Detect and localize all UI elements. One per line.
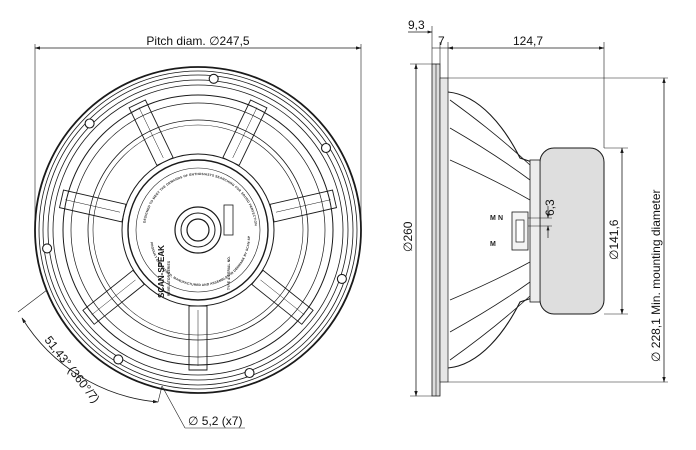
hole-size-callout: ∅ 5,2 (x7)	[161, 385, 245, 429]
pitch-diameter-dimension: Pitch diam. ∅247,5	[34, 34, 362, 230]
terminal-inner	[515, 219, 525, 243]
top-dimensions: 9,3 7 124,7	[408, 18, 605, 148]
magnet-outer	[121, 153, 275, 307]
magnet-plate	[529, 159, 541, 303]
overall-diameter-label: ∅260	[401, 221, 415, 252]
magnet-diameter-dimension: ∅141,6	[604, 147, 628, 315]
magnet-ring	[127, 159, 269, 301]
hole-angle-dimension: 51,43° (360°/7)	[17, 289, 163, 406]
basket-spoke-centerline	[138, 107, 164, 159]
pitch-diameter-label: Pitch diam. ∅247,5	[146, 34, 249, 48]
mounting-hole	[113, 354, 124, 365]
basket-ring-2	[92, 124, 304, 336]
basket-arm	[449, 159, 531, 201]
basket-outline-bottom	[447, 297, 533, 369]
basket-spokes	[58, 99, 338, 371]
frame-ring-4	[47, 79, 349, 381]
terminal-mark-1: M	[490, 215, 496, 222]
label-brand: SCAN-SPEAK	[157, 245, 166, 298]
mounting-diameter-label: ∅ 228,1 Min. mounting diameter	[649, 189, 663, 362]
basket-arms	[449, 99, 531, 361]
depth-label: 124,7	[513, 34, 543, 48]
frame-ring-5	[52, 84, 344, 376]
serial-box	[223, 204, 234, 236]
frame-ring-2	[38, 70, 358, 390]
basket-spoke-centerline	[91, 279, 136, 315]
magnet-body	[539, 147, 605, 315]
pole-ring	[180, 212, 216, 248]
frame-ring-3	[42, 74, 354, 386]
terminal-mark-2: M	[490, 241, 496, 248]
label-ring	[135, 167, 261, 293]
basket-spoke-centerline	[260, 279, 305, 315]
mounting-hole	[208, 73, 219, 84]
mounting-hole	[336, 273, 347, 284]
label-type-serial: TYPE & SERIAL NO.	[227, 256, 231, 290]
vent-offset-label: 6,3	[543, 199, 557, 216]
vent-offset-dimension: 6,3	[528, 199, 557, 238]
magnet-diameter-label: ∅141,6	[607, 219, 621, 260]
basket-spoke-centerline	[232, 107, 258, 159]
mounting-hole	[84, 118, 95, 129]
terminal-mark-3: N	[498, 215, 503, 222]
mounting-hole	[244, 367, 255, 379]
label-series: REVELATOR SERIES	[167, 261, 171, 296]
basket-arm	[449, 99, 531, 166]
label-ring-text: DESIGNED TO MEET THE DEMANDS OF ENTHUSIA…	[142, 172, 257, 227]
side-view: M M N	[431, 63, 605, 397]
pole-outer	[174, 206, 222, 254]
basket-spoke-centerline	[275, 199, 331, 213]
gasket	[439, 77, 449, 383]
mounting-hole	[320, 142, 332, 154]
label-brand-group: SCAN-SPEAK REVELATOR SERIES TYPE & SERIA…	[157, 245, 231, 298]
gasket-label: 7	[438, 34, 445, 48]
hole-size-label: ∅ 5,2 (x7)	[188, 414, 242, 428]
basket-outline-top	[447, 91, 533, 163]
basket-arm	[449, 281, 531, 333]
mounting-diameter-dimension: ∅ 228,1 Min. mounting diameter	[448, 77, 668, 383]
basket-arm	[449, 295, 531, 361]
basket-arm	[449, 127, 531, 181]
pole-vent	[186, 218, 210, 242]
basket-arm	[449, 261, 531, 301]
flange-thickness-label: 9,3	[408, 18, 425, 32]
mounting-hole	[42, 243, 53, 254]
basket-ring	[87, 119, 309, 341]
basket-spoke-centerline	[65, 199, 121, 213]
overall-diameter-dimension: ∅260	[401, 63, 432, 397]
